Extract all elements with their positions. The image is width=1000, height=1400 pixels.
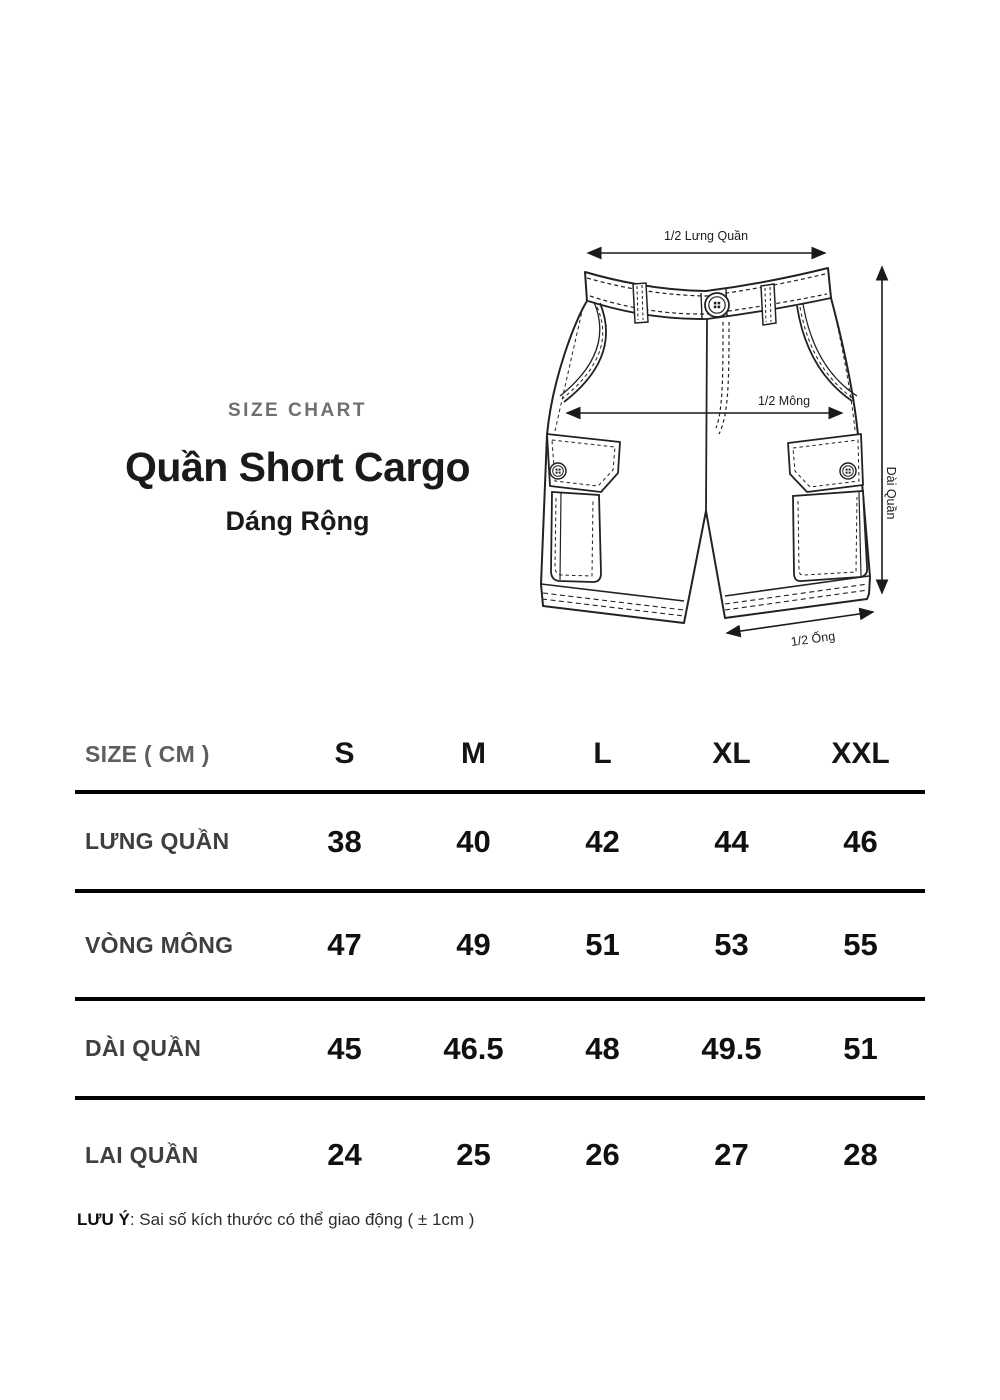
cell-value: 42 [585,823,620,859]
cell-value: 44 [714,823,749,859]
cell-value: 45 [327,1030,362,1066]
size-column-m: M [461,737,486,770]
cell-value: 26 [585,1137,620,1172]
cell-value: 46 [843,823,878,859]
heading-block: SIZE CHART Quần Short Cargo Dáng Rộng [75,400,520,537]
size-column-l: L [593,737,612,770]
leg-hems [540,575,870,617]
size-unit-corner-label: SIZE ( CM ) [85,740,210,767]
product-fit-subtitle: Dáng Rộng [225,506,370,536]
shorts-measurement-diagram: 1/2 Lưng Quần 1/2 Mông Dài Quần 1/2 Ống [530,215,950,670]
row-label: VÒNG MÔNG [85,931,234,958]
cell-value: 28 [843,1137,878,1172]
belt-loops [632,282,777,326]
cell-value: 51 [843,1030,878,1066]
cell-value: 25 [456,1137,491,1172]
half-waist-label: 1/2 Lưng Quần [663,229,749,243]
front-pockets [554,301,858,432]
cell-value: 49 [456,927,491,962]
table-row-waist: LƯNG QUẦN 38 40 42 44 46 [75,794,925,893]
size-chart-eyebrow: SIZE CHART [228,400,367,421]
size-table: SIZE ( CM ) S M L XL XXL LƯNG QUẦN 38 40… [75,718,925,1210]
row-label: LAI QUẦN [85,1141,199,1168]
table-row-leg-opening: LAI QUẦN 24 25 26 27 28 [75,1100,925,1210]
half-hip-label: 1/2 Mông [757,394,811,408]
product-title: Quần Short Cargo [124,444,471,490]
fly-stitching [715,321,730,435]
cell-value: 24 [327,1137,362,1172]
cell-value: 47 [327,927,362,962]
cell-value: 48 [585,1030,620,1066]
half-leg-opening-arrow [725,607,875,638]
table-row-length: DÀI QUẦN 45 46.5 48 49.5 51 [75,1001,925,1100]
cell-value: 49.5 [701,1030,762,1066]
cell-value: 46.5 [443,1030,504,1066]
size-column-xxl: XXL [831,737,890,770]
tolerance-note-label: LƯU Ý [77,1210,130,1229]
size-column-s: S [334,737,355,770]
cell-value: 51 [585,927,620,962]
cell-value: 40 [456,823,491,859]
size-table-header-row: SIZE ( CM ) S M L XL XXL [75,718,925,794]
table-row-hip: VÒNG MÔNG 47 49 51 53 55 [75,893,925,1001]
waist-button [704,292,730,318]
length-label: Dài Quần [884,466,898,520]
cell-value: 27 [714,1137,749,1172]
cell-value: 55 [843,927,878,962]
row-label: LƯNG QUẦN [85,828,230,854]
tolerance-note-text: : Sai số kích thước có thể giao động ( ±… [129,1210,475,1229]
tolerance-note: LƯU Ý: Sai số kích thước có thể giao độn… [77,1210,474,1230]
left-cargo-pocket [546,433,621,583]
cargo-shorts-line-drawing [540,246,889,638]
cell-value: 38 [327,823,362,859]
row-label: DÀI QUẦN [85,1035,202,1061]
size-column-xl: XL [712,737,751,770]
cell-value: 53 [714,927,749,962]
right-cargo-pocket [787,433,869,582]
